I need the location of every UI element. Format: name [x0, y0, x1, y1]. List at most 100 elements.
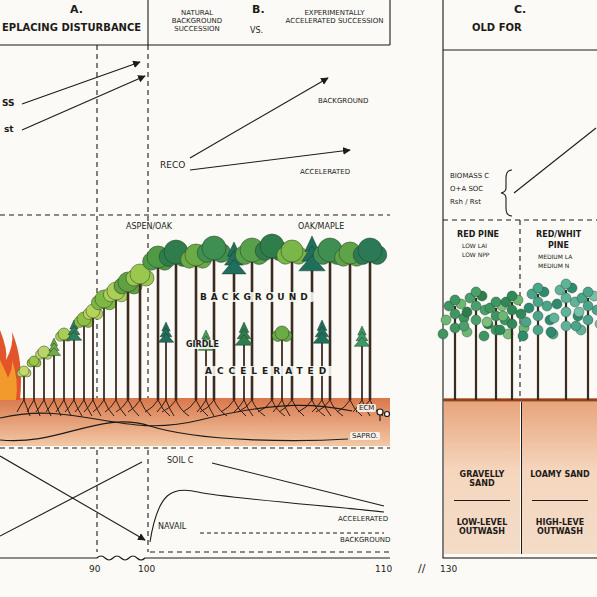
- soil-band: [0, 398, 390, 446]
- tree-root: [105, 400, 126, 416]
- text-label: VS.: [250, 26, 263, 35]
- tree-crown: [202, 236, 226, 260]
- landform-name: LOW-LEVEL OUTWASH: [452, 518, 512, 536]
- text-label: NATURAL BACKGROUND SUCCESSION: [166, 9, 228, 33]
- pine-tuft: [533, 297, 543, 307]
- text-label: LOW NPP: [462, 252, 489, 259]
- pine-tuft: [561, 279, 571, 289]
- tree-trunk: [92, 311, 94, 400]
- tree-trunk: [369, 250, 372, 400]
- pine-tuft: [491, 297, 501, 307]
- text-label: OLD FOR: [472, 22, 522, 34]
- divider-line: [532, 500, 588, 501]
- text-label: 100: [138, 564, 155, 574]
- soil-texture: LOAMY SAND: [530, 470, 590, 479]
- tree-trunk: [63, 334, 65, 400]
- text-label: ACCELERATED: [300, 168, 350, 176]
- tree-root: [273, 400, 290, 416]
- landform-name: HIGH-LEVE OUTWASH: [530, 518, 590, 536]
- conifer-crown: [47, 348, 60, 356]
- pine-trees: [438, 279, 597, 400]
- text-label: RED PINE: [457, 230, 499, 239]
- pine-tuft: [518, 331, 528, 341]
- tree-trunk: [33, 361, 35, 400]
- tree-trunk: [233, 253, 236, 400]
- tree-root: [65, 400, 82, 416]
- tree-trunk: [127, 282, 130, 400]
- pine-tuft: [583, 301, 593, 311]
- tree-trunk: [565, 290, 567, 400]
- tree-trunk: [251, 250, 254, 400]
- tree-crown: [19, 366, 29, 376]
- tree-root: [128, 400, 151, 416]
- pine-tuft: [542, 301, 552, 311]
- text-label: BACKGROUND: [318, 97, 369, 105]
- conifer-crown: [354, 337, 369, 346]
- pine-tuft: [507, 305, 517, 315]
- text-label: BACKGROUND: [198, 292, 314, 302]
- tree-root: [93, 400, 114, 416]
- text-label: //: [418, 563, 425, 576]
- pine-tuft: [438, 329, 448, 339]
- soil-region: LOAMY SAND HIGH-LEVE OUTWASH: [521, 402, 597, 554]
- text-label: B.: [252, 4, 265, 17]
- text-label: RECO: [160, 160, 185, 170]
- tree-trunk: [115, 291, 117, 400]
- text-label: ASPEN/OAK: [124, 222, 174, 231]
- pine-tuft: [561, 321, 571, 331]
- text-label: 90: [89, 564, 100, 574]
- pine-tuft: [549, 313, 559, 323]
- conifer-crown: [158, 333, 173, 342]
- text-label: ACCELERATED: [203, 366, 333, 376]
- pine-tuft: [507, 291, 517, 301]
- pine-tuft: [571, 321, 581, 331]
- pine-tuft: [583, 287, 593, 297]
- text-label: EXPERIMENTALLY ACCELERATED SUCCESSION: [282, 9, 387, 25]
- pine-tuft: [583, 315, 593, 325]
- tree-trunk: [139, 274, 142, 400]
- soil-texture: GRAVELLY SAND: [452, 470, 512, 488]
- pine-tuft: [450, 295, 460, 305]
- tree-root: [75, 400, 92, 416]
- text-label: ECM: [357, 404, 376, 412]
- tree-trunk: [587, 298, 589, 400]
- tree-trunk: [329, 250, 332, 400]
- conifer-crown: [313, 333, 331, 343]
- pine-tuft: [552, 299, 562, 309]
- conifer-crown: [66, 331, 81, 340]
- tree-trunk: [349, 253, 352, 400]
- text-label: SS: [2, 98, 15, 108]
- forest-trees: [17, 234, 387, 400]
- tree-trunk: [213, 248, 216, 400]
- text-label: PINE: [548, 241, 569, 250]
- pine-tuft: [574, 307, 584, 317]
- pine-tuft: [482, 317, 492, 327]
- frame-lines: [0, 0, 597, 560]
- text-label: st: [4, 124, 14, 134]
- pine-tuft: [521, 317, 531, 327]
- tree-trunk: [454, 306, 456, 400]
- ground-line: [443, 399, 597, 400]
- tree-root: [145, 400, 170, 416]
- tree-trunk: [195, 255, 198, 400]
- text-label: SOIL C: [165, 456, 195, 465]
- pine-tuft: [595, 319, 597, 329]
- conifer-crown: [235, 335, 253, 345]
- pine-tuft: [533, 311, 543, 321]
- tree-trunk: [175, 252, 178, 400]
- pine-tuft: [471, 315, 481, 325]
- fungal-lines: [0, 405, 390, 440]
- pine-tuft: [471, 301, 481, 311]
- tree-trunk: [495, 308, 497, 400]
- text-label: A.: [70, 4, 83, 17]
- text-label: BIOMASS C: [450, 172, 489, 180]
- text-label: EPLACING DISTURBANCE: [2, 22, 141, 34]
- soil-region: GRAVELLY SAND LOW-LEVEL OUTWASH: [444, 402, 520, 554]
- tree-trunk: [511, 302, 513, 400]
- pine-tuft: [546, 327, 556, 337]
- text-label: 110: [375, 564, 392, 574]
- text-label: GIRDLE: [184, 340, 221, 349]
- pine-tuft: [533, 283, 543, 293]
- tree-trunk: [271, 246, 274, 400]
- text-label: NAVAIL: [156, 522, 188, 531]
